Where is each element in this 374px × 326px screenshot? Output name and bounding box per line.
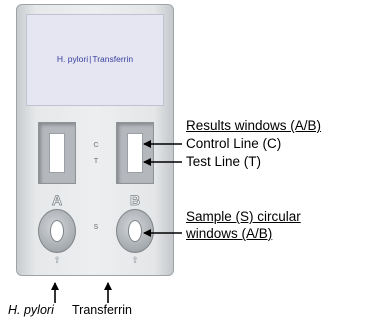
sample-well-a-hole [50,220,64,242]
bottom-label-transferrin: Transferrin [72,303,132,317]
result-window-b-strip [127,133,143,173]
sample-mark-s: S [93,224,99,231]
sample-letter-b: B [129,192,141,209]
control-line-label: Control Line (C) [186,136,282,151]
cassette-label: H. pylori|Transferrin [27,54,163,64]
sample-well-b-hole [128,220,142,242]
test-mark: T [93,158,99,165]
cassette-label-panel: H. pylori|Transferrin [26,14,164,106]
sample-label-line1: Sample (S) circular [186,209,301,224]
bottom-label-h-pylori: H. pylori [8,303,54,317]
label-transferrin: Transferrin [92,54,134,64]
result-window-b [116,122,154,184]
drop-icon-b: ⇧ [131,255,139,265]
sample-label-line2: windows (A/B) [186,226,273,241]
results-windows-label: Results windows (A/B) [186,118,322,133]
control-mark: C [93,142,99,149]
test-line-label: Test Line (T) [186,154,262,169]
result-window-a-strip [49,133,65,173]
drop-icon-a: ⇧ [53,255,61,265]
label-separator: | [89,54,92,64]
result-window-a [38,122,76,184]
sample-letter-a: A [51,192,63,209]
sample-well-a [38,209,76,253]
label-h-pylori: H. pylori [56,54,89,64]
